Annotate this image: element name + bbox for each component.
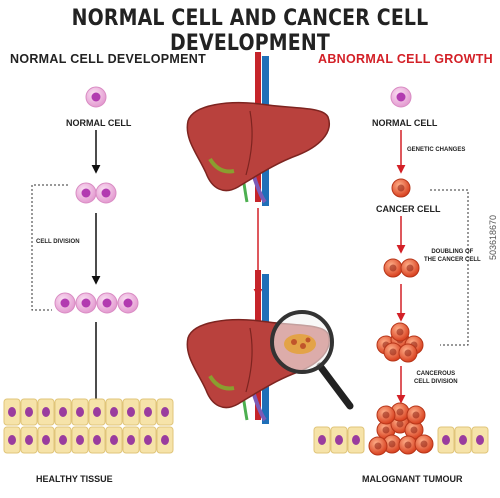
cancer-cell-double [383, 258, 420, 278]
cell-division-bracket [31, 184, 68, 311]
malignant-tumour-label: MALOGNANT TUMOUR [362, 474, 463, 484]
healthy-tissue [3, 398, 174, 454]
page-title: NORMAL CELL AND CANCER CELL DEVELOPMENT [71, 6, 429, 56]
doubling-line-1: DOUBLING OF [431, 249, 474, 255]
left-normal-cell [85, 86, 107, 108]
left-two-cells [75, 182, 117, 204]
malignant-tissue [313, 402, 489, 456]
left-four-cells [54, 292, 139, 314]
left-normal-cell-label: NORMAL CELL [66, 118, 132, 128]
cancer-cell-label: CANCER CELL [376, 204, 441, 214]
cancer-cell-cluster [376, 322, 424, 363]
cancer-cell-single [391, 178, 411, 198]
genetic-changes-label: GENETIC CHANGES [407, 147, 466, 153]
abnormal-growth-heading: ABNORMAL CELL GROWTH [318, 52, 493, 66]
right-normal-cell [390, 86, 412, 108]
healthy-liver [185, 50, 332, 208]
right-normal-cell-label: NORMAL CELL [372, 118, 438, 128]
cancerous-division-label: CANCEROUS CELL DIVISION [414, 370, 458, 386]
cancerous-line-1: CANCEROUS [416, 371, 456, 377]
doubling-line-2: THE CANCER CELL [424, 257, 481, 264]
cancerous-line-2: CELL DIVISION [414, 379, 458, 386]
normal-development-heading: NORMAL CELL DEVELOPMENT [10, 52, 207, 66]
watermark-id: 503618670 [488, 214, 498, 260]
doubling-label: DOUBLING OF THE CANCER CELL [424, 248, 481, 264]
magnifier-icon [270, 310, 354, 410]
cell-division-label: CELL DIVISION [36, 239, 80, 245]
healthy-tissue-label: HEALTHY TISSUE [36, 474, 113, 484]
